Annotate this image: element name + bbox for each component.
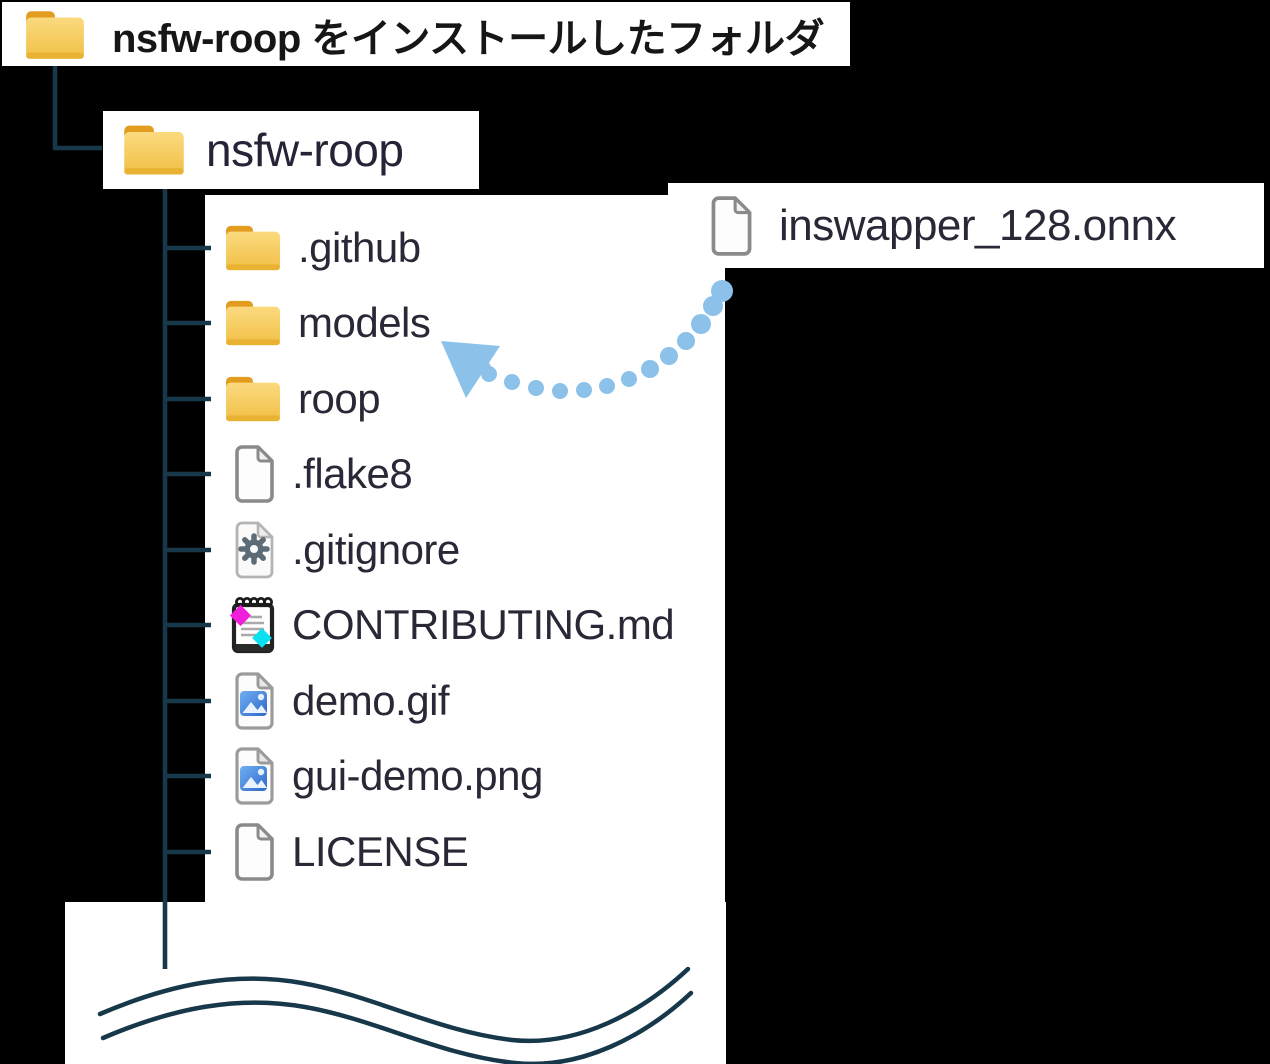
onnx-file-label-box [668, 183, 1264, 268]
tree-item-flake8: .flake8 [205, 436, 725, 512]
image-file-icon [230, 670, 278, 732]
tree-item-label: .github [298, 224, 421, 271]
onnx-file-name: inswapper_128.onnx [779, 201, 1177, 250]
folder-icon [22, 7, 88, 63]
file-tree-panel [205, 195, 725, 902]
tree-item-label: gui-demo.png [292, 752, 543, 799]
gear-file-icon [230, 519, 278, 581]
tree-item-roop: roop [205, 361, 725, 437]
folder-icon [120, 121, 188, 179]
folder-icon [222, 297, 284, 349]
file-icon [705, 194, 757, 258]
repo-folder-label: nsfw-roop [120, 116, 404, 184]
file-icon [230, 443, 278, 505]
tree-item-gitignore: .gitignore [205, 512, 725, 588]
tree-item-github: .github [205, 210, 725, 286]
tree-item-label: .gitignore [292, 526, 460, 573]
tree-item-models: models [205, 285, 725, 361]
onnx-file-label: inswapper_128.onnx [705, 192, 1177, 260]
root-folder-label-box [2, 2, 850, 66]
tree-item-label: CONTRIBUTING.md [292, 601, 675, 648]
tree-item-label: demo.gif [292, 677, 450, 724]
tree-item-label: models [298, 299, 431, 346]
image-file-icon [230, 745, 278, 807]
file-icon [230, 821, 278, 883]
tree-item-demo-gif: demo.gif [205, 663, 725, 739]
truncation-panel [65, 902, 726, 1064]
tree-item-contributing: CONTRIBUTING.md [205, 587, 725, 663]
tree-item-gui-demo-png: gui-demo.png [205, 738, 725, 814]
root-folder-label: nsfw-roop をインストールしたフォルダ [22, 6, 825, 64]
root-folder-title: nsfw-roop をインストールしたフォルダ [112, 17, 825, 61]
tree-item-license: LICENSE [205, 814, 725, 890]
repo-folder-title: nsfw-roop [206, 124, 404, 176]
tree-connector [52, 66, 211, 969]
folder-icon [222, 222, 284, 274]
tree-item-label: .flake8 [292, 450, 413, 497]
tree-item-label: LICENSE [292, 828, 469, 875]
tree-item-label: roop [298, 375, 381, 422]
notepad-file-icon [228, 593, 278, 657]
folder-icon [222, 373, 284, 425]
